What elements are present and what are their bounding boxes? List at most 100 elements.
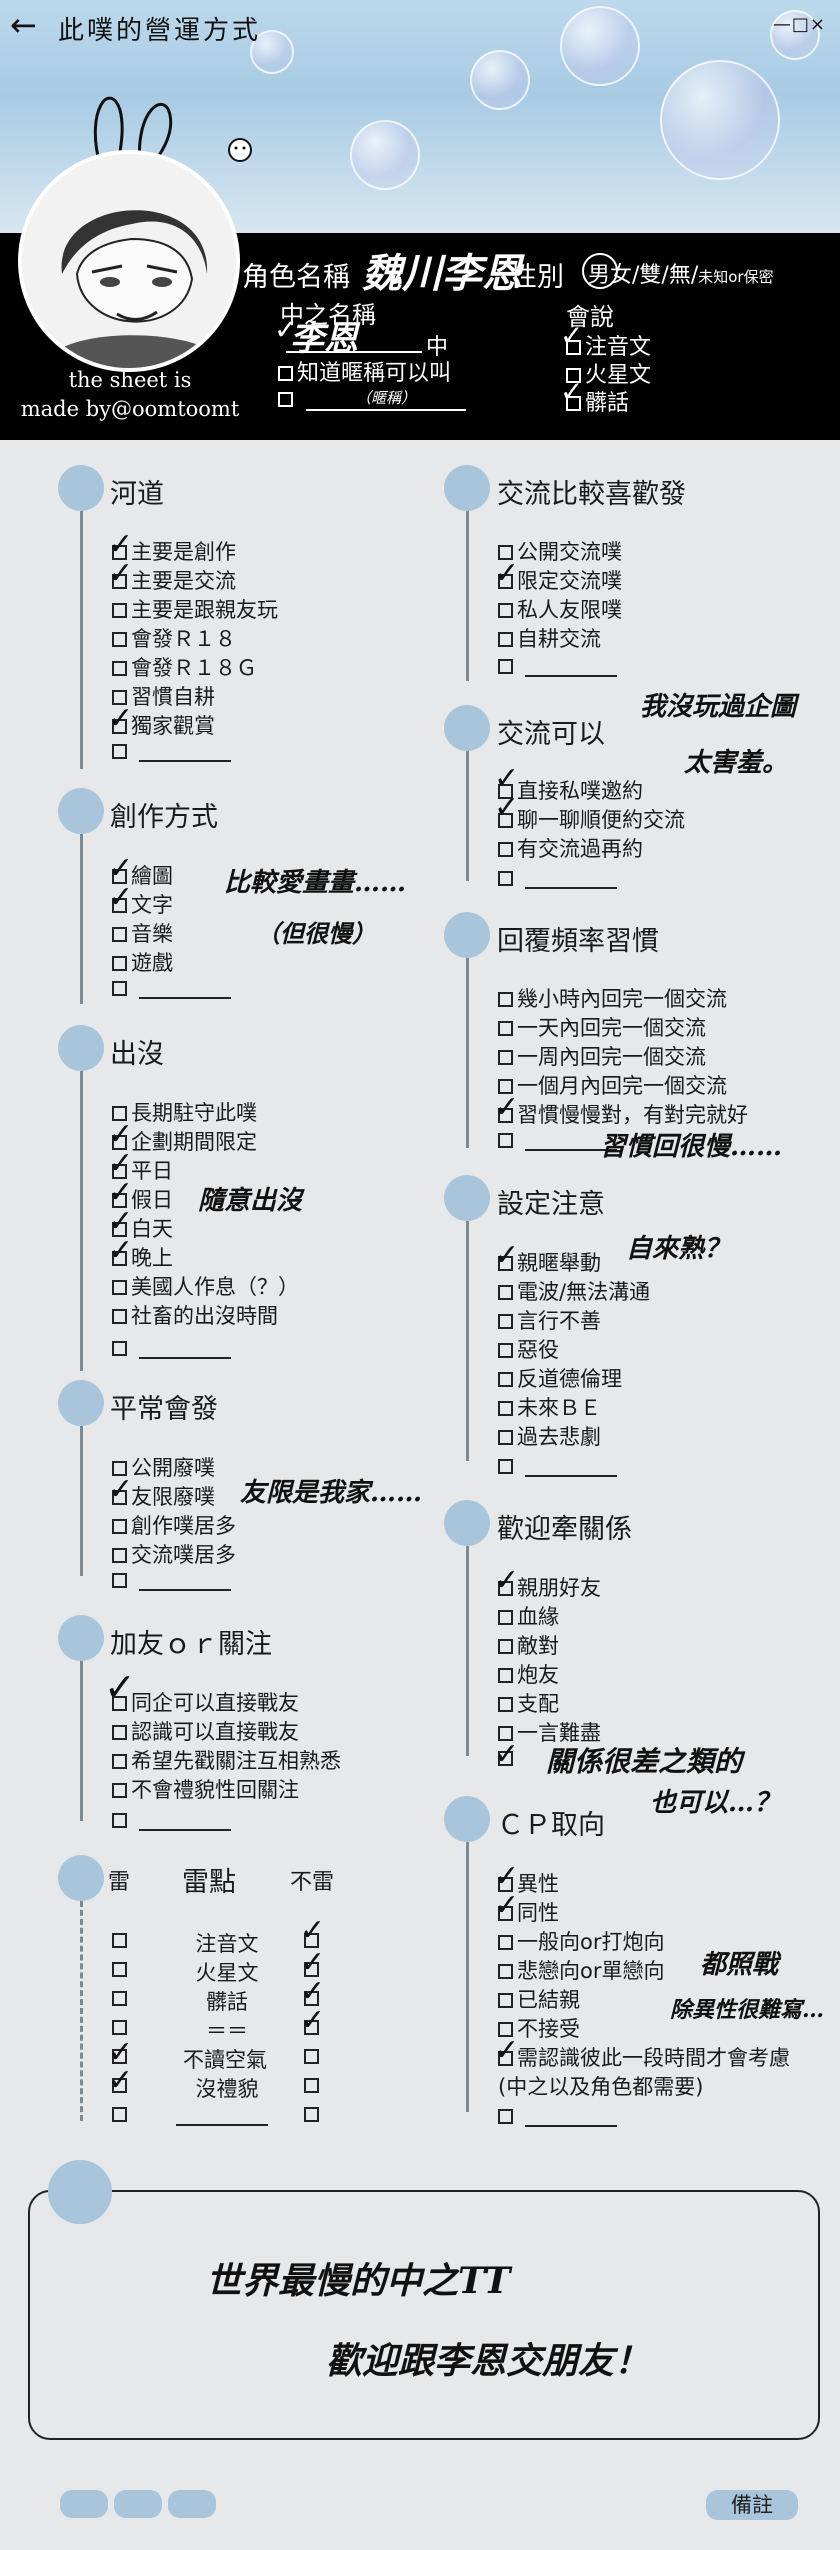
checkbox[interactable] bbox=[112, 1135, 127, 1150]
checkbox[interactable] bbox=[112, 545, 127, 560]
blank-line[interactable] bbox=[139, 1357, 231, 1359]
footer-pill-button[interactable] bbox=[60, 2490, 108, 2518]
usual-option[interactable]: 創作噗居多 bbox=[112, 1510, 236, 1540]
checkbox[interactable] bbox=[112, 1813, 127, 1828]
exchange-ok-option[interactable]: 有交流過再約 bbox=[498, 833, 643, 863]
checkbox[interactable] bbox=[112, 1519, 127, 1534]
checkbox[interactable] bbox=[498, 632, 513, 647]
checkbox[interactable] bbox=[498, 1877, 513, 1892]
checkbox[interactable] bbox=[112, 690, 127, 705]
relation-option[interactable]: 一言難盡 bbox=[498, 1717, 601, 1747]
checkbox[interactable] bbox=[566, 368, 581, 383]
not-mine-checkbox[interactable] bbox=[304, 2078, 319, 2093]
setting-option[interactable]: 反道德倫理 bbox=[498, 1363, 622, 1393]
checkbox[interactable] bbox=[498, 1050, 513, 1065]
follow-option[interactable]: 希望先戳關注互相熟悉 bbox=[112, 1745, 341, 1775]
mine-checkbox[interactable] bbox=[112, 1991, 127, 2006]
language-item[interactable]: 注音文 bbox=[566, 329, 651, 361]
relation-option[interactable]: 敵對 bbox=[498, 1630, 559, 1660]
checkbox[interactable] bbox=[498, 2051, 513, 2066]
blank-line[interactable] bbox=[525, 675, 617, 677]
checkbox[interactable] bbox=[498, 2109, 513, 2124]
cp-option[interactable]: 悲戀向or單戀向 bbox=[498, 1955, 664, 1985]
not-mine-checkbox[interactable] bbox=[304, 2049, 319, 2064]
reply-option[interactable]: 幾小時內回完一個交流 bbox=[498, 983, 727, 1013]
river-option[interactable]: 獨家觀賞 bbox=[112, 710, 215, 740]
cp-option[interactable]: 一般向or打炮向 bbox=[498, 1926, 664, 1956]
checkbox[interactable] bbox=[498, 603, 513, 618]
checkbox[interactable] bbox=[112, 1280, 127, 1295]
blank-line[interactable] bbox=[139, 760, 231, 762]
checkbox[interactable] bbox=[112, 1193, 127, 1208]
not-mine-checkbox[interactable] bbox=[304, 1933, 319, 1948]
checkbox[interactable] bbox=[498, 659, 513, 674]
presence-option[interactable]: 平日 bbox=[112, 1155, 173, 1185]
creation-option-other[interactable] bbox=[112, 976, 231, 1000]
checkbox[interactable] bbox=[498, 813, 513, 828]
reply-option-other[interactable] bbox=[498, 1128, 617, 1152]
mine-checkbox[interactable] bbox=[112, 2049, 127, 2064]
usual-option-other[interactable] bbox=[112, 1568, 231, 1592]
presence-option[interactable]: 企劃期間限定 bbox=[112, 1126, 257, 1156]
reply-option[interactable]: 習慣慢慢對，有對完就好 bbox=[498, 1099, 748, 1129]
checkbox[interactable] bbox=[498, 1021, 513, 1036]
checkbox[interactable] bbox=[112, 956, 127, 971]
checkbox[interactable] bbox=[498, 1726, 513, 1741]
mine-checkbox[interactable] bbox=[112, 2107, 127, 2122]
checkbox[interactable] bbox=[112, 869, 127, 884]
footer-pill-button[interactable] bbox=[168, 2490, 216, 2518]
follow-option[interactable]: 不會禮貌性回關注 bbox=[112, 1774, 299, 1804]
follow-option[interactable]: 同企可以直接戰友 bbox=[112, 1687, 299, 1717]
checkbox[interactable] bbox=[112, 898, 127, 913]
presence-option[interactable]: 長期駐守此噗 bbox=[112, 1097, 257, 1127]
nickname-option-custom[interactable] bbox=[278, 387, 297, 412]
river-option[interactable]: 會發Ｒ１８Ｇ bbox=[112, 652, 257, 682]
checkbox[interactable] bbox=[112, 603, 127, 618]
cp-option[interactable]: 不接受 bbox=[498, 2013, 580, 2043]
checkbox[interactable] bbox=[498, 1581, 513, 1596]
checkbox[interactable] bbox=[112, 744, 127, 759]
checkbox[interactable] bbox=[498, 1256, 513, 1271]
checkbox[interactable] bbox=[498, 1459, 513, 1474]
relation-option[interactable]: 支配 bbox=[498, 1688, 559, 1718]
not-mine-checkbox[interactable] bbox=[304, 1962, 319, 1977]
checkbox[interactable] bbox=[278, 392, 293, 407]
exchange-pref-option[interactable]: 公開交流噗 bbox=[498, 536, 622, 566]
window-controls-icon[interactable]: —□× bbox=[772, 14, 826, 35]
checkbox[interactable] bbox=[498, 1401, 513, 1416]
not-mine-checkbox[interactable] bbox=[304, 1991, 319, 2006]
checkbox[interactable] bbox=[112, 927, 127, 942]
creation-option[interactable]: 遊戲 bbox=[112, 947, 173, 977]
not-mine-checkbox[interactable] bbox=[304, 2107, 319, 2122]
blank-line[interactable] bbox=[525, 1475, 617, 1477]
checkbox[interactable] bbox=[112, 1222, 127, 1237]
cp-option-other[interactable] bbox=[498, 2104, 617, 2128]
checkbox[interactable] bbox=[112, 1309, 127, 1324]
river-option[interactable]: 會發Ｒ１８ bbox=[112, 623, 236, 653]
checkbox[interactable] bbox=[498, 1993, 513, 2008]
reply-option[interactable]: 一個月內回完一個交流 bbox=[498, 1070, 727, 1100]
checkbox[interactable] bbox=[112, 981, 127, 996]
presence-option[interactable]: 白天 bbox=[112, 1213, 173, 1243]
exchange-ok-option[interactable]: 聊一聊順便約交流 bbox=[498, 804, 685, 834]
relation-option[interactable]: 血緣 bbox=[498, 1601, 559, 1631]
checkbox[interactable] bbox=[498, 1668, 513, 1683]
presence-option[interactable]: 晚上 bbox=[112, 1242, 173, 1272]
relation-option-other[interactable] bbox=[498, 1746, 517, 1770]
blank-line[interactable] bbox=[525, 2125, 617, 2127]
setting-option[interactable]: 未來ＢＥ bbox=[498, 1392, 601, 1422]
mine-checkbox[interactable] bbox=[112, 2020, 127, 2035]
checkbox[interactable] bbox=[498, 1697, 513, 1712]
checkbox[interactable] bbox=[498, 1751, 513, 1766]
language-item[interactable]: 髒話 bbox=[566, 385, 629, 417]
checkbox[interactable] bbox=[498, 1906, 513, 1921]
cp-option[interactable]: 已結親 bbox=[498, 1984, 580, 2014]
checkbox[interactable] bbox=[112, 632, 127, 647]
setting-option[interactable]: 言行不善 bbox=[498, 1305, 601, 1335]
checkbox[interactable] bbox=[112, 1461, 127, 1476]
checkbox[interactable] bbox=[112, 1696, 127, 1711]
presence-option[interactable]: 假日 bbox=[112, 1184, 173, 1214]
checkbox[interactable] bbox=[112, 1106, 127, 1121]
follow-option[interactable]: 認識可以直接戰友 bbox=[112, 1716, 299, 1746]
checkbox[interactable] bbox=[112, 574, 127, 589]
